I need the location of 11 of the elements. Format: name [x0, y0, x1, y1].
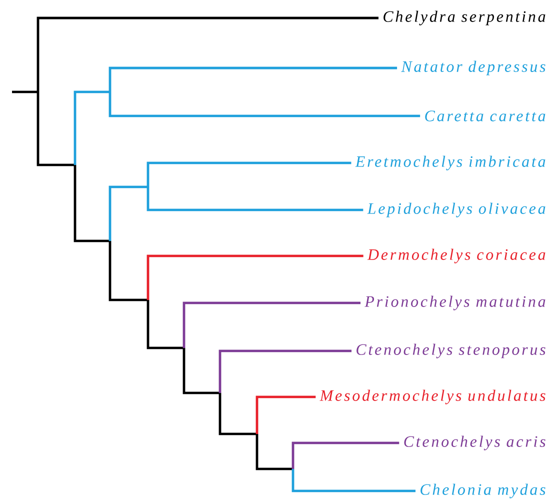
taxon-label: Caretta caretta [425, 110, 546, 122]
taxon-label: Dermochelys coriacea [367, 248, 546, 264]
taxon-label: Mesodermochelys undulatus [320, 390, 546, 404]
taxon-label: Ctenochelys acris [404, 436, 546, 450]
taxon-label: Chelydra serpentina [384, 10, 546, 26]
taxon-label: Lepidochelys olivacea [367, 202, 546, 218]
taxon-label: Prionochelys matutina [364, 296, 546, 310]
taxon-label: Ctenochelys stenoporus [356, 344, 546, 358]
taxon-label: Natator depressus [401, 60, 546, 76]
taxon-label: Chelonia mydas [420, 484, 546, 498]
taxon-label: Eretmochelys imbricata [355, 156, 546, 170]
